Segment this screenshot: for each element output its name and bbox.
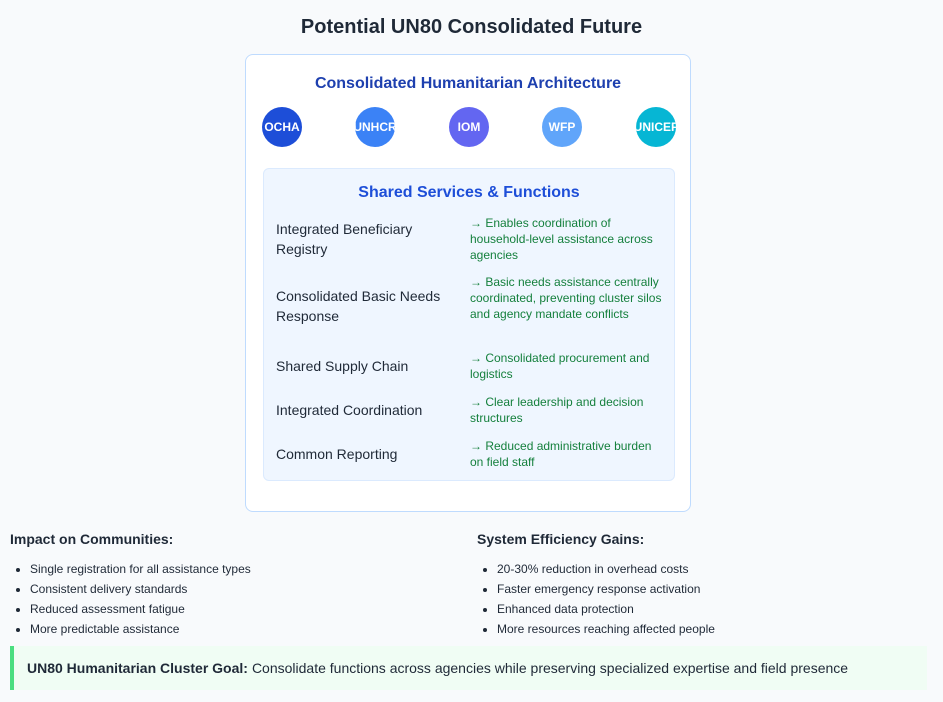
efficiency-heading: System Efficiency Gains: xyxy=(477,531,645,547)
shared-services-box: Shared Services & Functions Integrated B… xyxy=(263,168,675,481)
architecture-title: Consolidated Humanitarian Architecture xyxy=(314,75,622,92)
function-result: → Consolidated procurement and logistics xyxy=(470,351,650,381)
goal-text: Consolidate functions across agencies wh… xyxy=(251,660,849,676)
function-result: → Basic needs assistance centrally coord… xyxy=(470,275,662,321)
agency-circle-ocha: OCHA xyxy=(262,107,302,147)
impact-list: Single registration for all assistance t… xyxy=(10,559,450,639)
agency-row: OCHA UNHCR IOM WFP UNICEF xyxy=(246,107,690,149)
function-name: Common Reporting xyxy=(276,446,398,462)
impact-heading: Impact on Communities: xyxy=(10,531,174,547)
list-item: Single registration for all assistance t… xyxy=(30,559,450,579)
impact-on-communities: Impact on Communities: Single registrati… xyxy=(10,531,450,639)
function-name: Integrated Coordination xyxy=(276,402,423,418)
shared-service-row: Integrated Coordination → Clear leadersh… xyxy=(264,394,674,426)
function-name: Shared Supply Chain xyxy=(276,358,409,374)
function-name: Integrated Beneficiary Registry xyxy=(276,221,413,257)
function-result: → Clear leadership and decision structur… xyxy=(470,395,644,425)
shared-service-row: Consolidated Basic Needs Response → Basi… xyxy=(264,274,674,338)
shared-service-row: Shared Supply Chain → Consolidated procu… xyxy=(264,350,674,382)
list-item: Faster emergency response activation xyxy=(497,579,917,599)
consolidated-architecture-panel: Consolidated Humanitarian Architecture O… xyxy=(245,54,691,512)
function-result: → Reduced administrative burden on field… xyxy=(470,439,652,469)
function-result: → Enables coordination of household-leve… xyxy=(470,216,653,262)
list-item: Consistent delivery standards xyxy=(30,579,450,599)
list-item: More predictable assistance xyxy=(30,619,450,639)
agency-circle-iom: IOM xyxy=(449,107,489,147)
goal-callout: UN80 Humanitarian Cluster Goal: Consolid… xyxy=(10,646,927,690)
list-item: Enhanced data protection xyxy=(497,599,917,619)
list-item: 20-30% reduction in overhead costs xyxy=(497,559,917,579)
function-name: Consolidated Basic Needs Response xyxy=(276,288,441,324)
page-title: Potential UN80 Consolidated Future xyxy=(300,16,643,38)
agency-circle-unicef: UNICEF xyxy=(636,107,676,147)
agency-circle-unhcr: UNHCR xyxy=(355,107,395,147)
shared-service-row: Common Reporting → Reduced administrativ… xyxy=(264,438,674,470)
efficiency-list: 20-30% reduction in overhead costs Faste… xyxy=(477,559,917,639)
list-item: More resources reaching affected people xyxy=(497,619,917,639)
goal-label: UN80 Humanitarian Cluster Goal: xyxy=(27,660,248,676)
shared-service-row: Integrated Beneficiary Registry → Enable… xyxy=(264,215,674,263)
shared-services-title: Shared Services & Functions xyxy=(358,184,580,201)
agency-circle-wfp: WFP xyxy=(542,107,582,147)
list-item: Reduced assessment fatigue xyxy=(30,599,450,619)
system-efficiency-gains: System Efficiency Gains: 20-30% reductio… xyxy=(477,531,917,639)
